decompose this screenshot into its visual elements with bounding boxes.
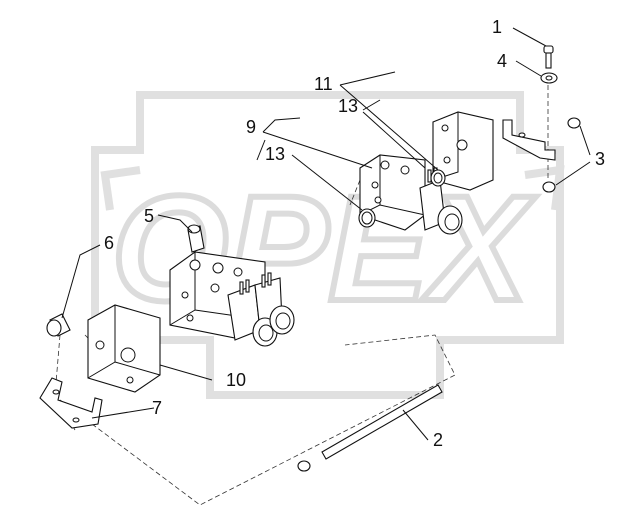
washer-part-4 (540, 72, 558, 84)
screw-part-1 (543, 45, 554, 69)
callout-labels: 1 4 3 11 13 9 13 5 6 10 7 2 (104, 17, 605, 450)
callout-1: 1 (492, 17, 502, 37)
callout-11: 11 (314, 74, 333, 94)
callout-4: 4 (497, 51, 507, 71)
threaded-rod-part-2 (297, 384, 443, 472)
valve-block-part-10 (87, 304, 161, 393)
leader-lines (61, 27, 591, 441)
bracket-part-7 (39, 377, 103, 429)
callout-5: 5 (144, 206, 154, 226)
callout-10: 10 (226, 370, 246, 390)
bracket-right (502, 119, 556, 161)
callout-7: 7 (152, 398, 162, 418)
valve-body-lower (169, 251, 295, 347)
callout-2: 2 (433, 430, 443, 450)
callout-3: 3 (595, 149, 605, 169)
callout-6: 6 (104, 233, 114, 253)
nut-part-3 (542, 117, 581, 193)
callout-9: 9 (246, 117, 256, 137)
plug-part-6 (46, 313, 71, 337)
callout-13a: 13 (338, 96, 358, 116)
callout-13b: 13 (265, 144, 285, 164)
valve-body-upper (359, 154, 463, 235)
o-ring-part-13 (358, 169, 446, 228)
